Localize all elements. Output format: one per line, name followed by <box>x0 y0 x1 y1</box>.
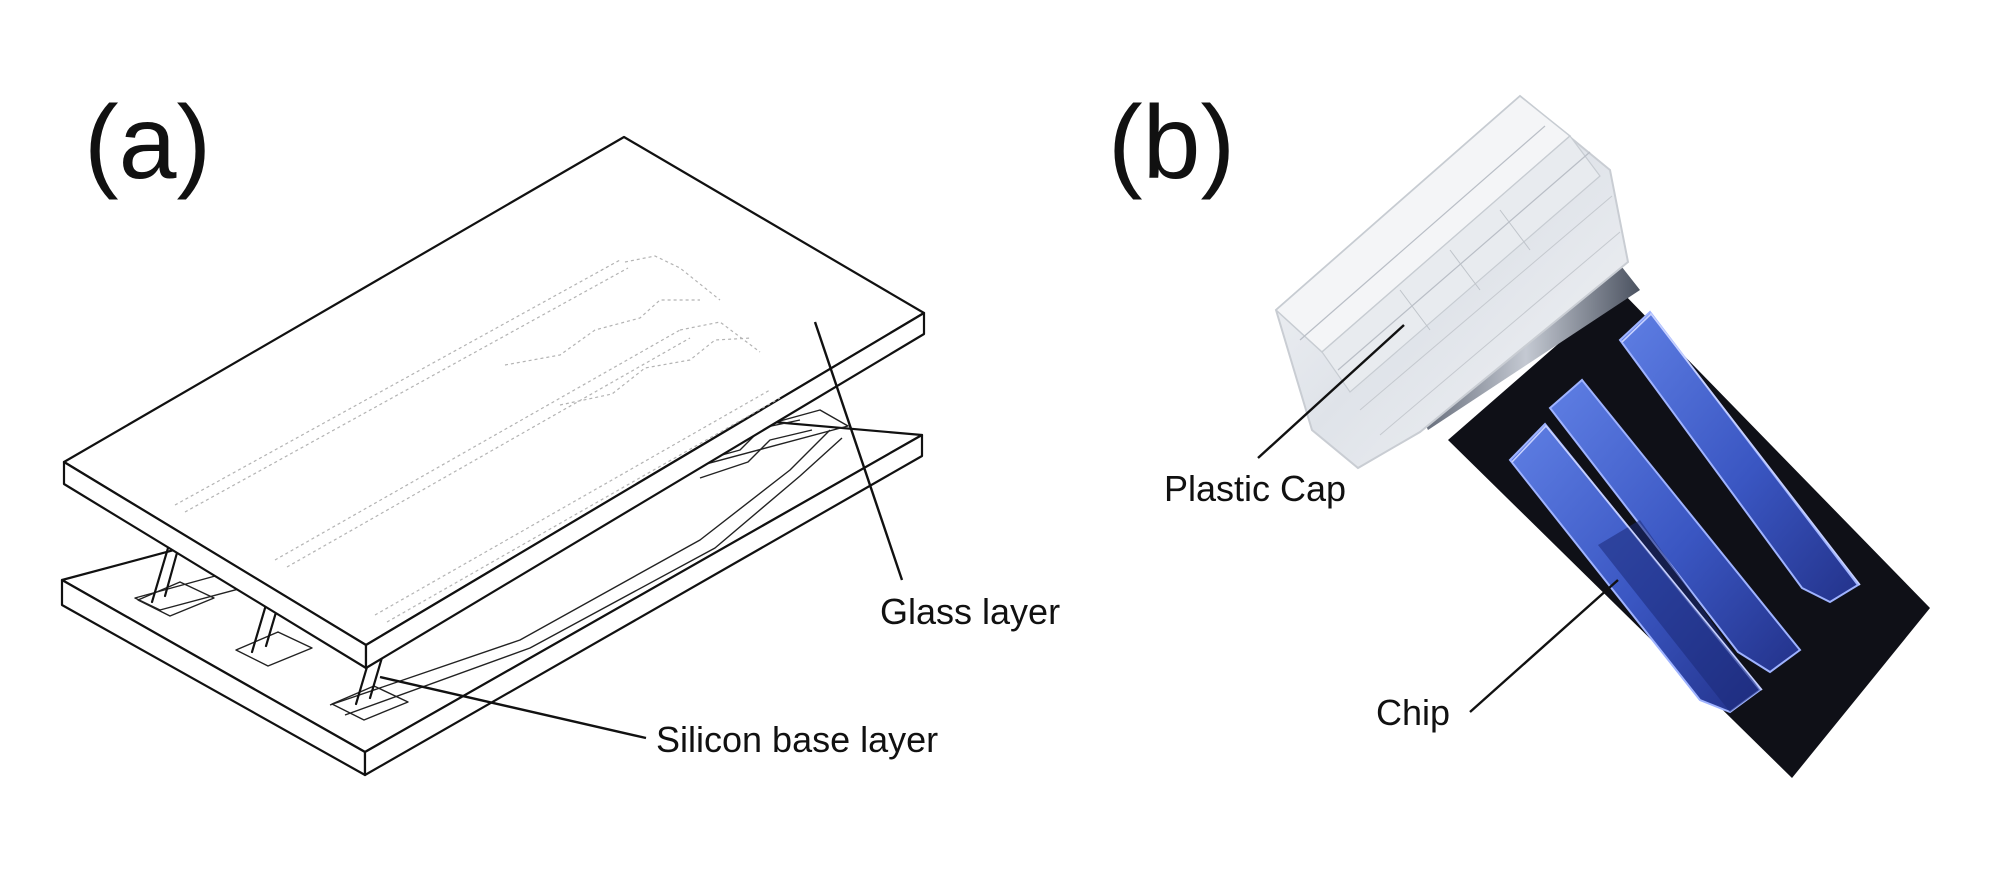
glass-layer-label: Glass layer <box>880 591 1060 632</box>
glass-layer-plate <box>62 135 926 670</box>
panel-a: (a) <box>60 85 1060 777</box>
chip-label: Chip <box>1376 692 1450 733</box>
plastic-cap <box>1274 94 1630 470</box>
exploded-chip-drawing <box>60 135 926 777</box>
silicon-base-leader <box>379 675 647 740</box>
panel-b-label: (b) <box>1108 85 1235 201</box>
panel-a-label: (a) <box>84 85 211 201</box>
plastic-cap-label: Plastic Cap <box>1164 468 1346 509</box>
panel-b: (b) <box>1108 85 1930 778</box>
glass-layer-leader <box>813 321 904 581</box>
chip-leader <box>1469 579 1619 713</box>
silicon-base-layer-label: Silicon base layer <box>656 719 938 760</box>
plastic-cap-leader <box>1257 324 1405 459</box>
chip-photo <box>1257 94 1930 778</box>
